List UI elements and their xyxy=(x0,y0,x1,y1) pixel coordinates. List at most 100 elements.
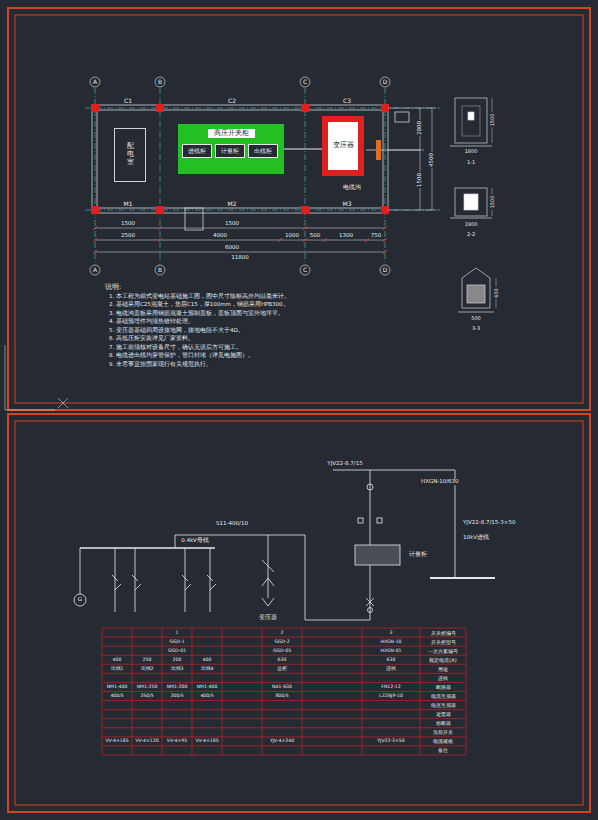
equipment-box: 计量柜 xyxy=(215,144,245,158)
note: 1. 本工程为箱式变电站基础施工图，图中尺寸除标高外均以毫米计。 xyxy=(108,294,291,300)
table-cell: VV-4×185 xyxy=(194,739,219,744)
table-cell: 出线2 xyxy=(140,667,155,672)
dimension: 2000 xyxy=(417,120,423,136)
dimension: 500 xyxy=(470,316,482,321)
walls xyxy=(92,105,420,230)
table-cell: 400/5 xyxy=(199,694,214,699)
dimension: C3 xyxy=(342,98,352,104)
table-cell: LZZBJ9-10 xyxy=(378,694,404,699)
table-cell: 800/5 xyxy=(274,694,289,699)
table-cell: 出线4 xyxy=(200,667,215,672)
node-label: 进线柜 xyxy=(188,148,206,155)
table-cell: 630 xyxy=(277,657,288,662)
note: 3. 电缆沟盖板采用钢筋混凝土预制盖板，盖板顶面与室外地坪平。 xyxy=(108,311,285,317)
note: 6. 高低压柜安装详见厂家资料。 xyxy=(108,336,195,342)
note: 8. 电缆进出线均穿管保护，管口封堵（详见电施图）。 xyxy=(108,353,255,359)
dimension: C1 xyxy=(123,98,133,104)
note: 说明: xyxy=(104,284,122,291)
table-cell: 400 xyxy=(112,657,123,662)
ucs-icon xyxy=(5,345,68,410)
equipment-box: 进线柜 xyxy=(182,144,212,158)
dimension: 600 xyxy=(494,287,499,299)
node-label: 变压器 xyxy=(333,142,354,149)
dimension: 1800 xyxy=(464,149,479,154)
dimension: 6000 xyxy=(224,245,240,251)
dimension: 500 xyxy=(309,233,322,239)
circuit-label: YJV22-8.7/15-3×50 xyxy=(462,520,516,526)
node-label: 计量柜 xyxy=(221,148,239,155)
note: 4. 基础预埋件均须热镀锌处理。 xyxy=(108,319,195,325)
axis-lines xyxy=(85,88,440,264)
dimension-ticks xyxy=(93,226,387,254)
table-cell: 电压互感器 xyxy=(430,703,457,708)
table-cell: 250/5 xyxy=(139,694,154,699)
switchgear-group: 高压开关柜进线柜计量柜出线柜 xyxy=(178,124,284,174)
table-cell: NM1-200 xyxy=(166,685,189,690)
dimension: 1300 xyxy=(338,233,354,239)
circuit-label: 10kV进线 xyxy=(462,535,490,541)
table-cell: 3 xyxy=(389,630,394,635)
dimension: 1000 xyxy=(284,233,300,239)
circuit-label: 变压器 xyxy=(258,615,278,621)
table-cell: YJV-4×240 xyxy=(269,739,295,744)
table-cell: HXGN-10 xyxy=(379,639,402,644)
table-cell: 一次方案编号 xyxy=(427,648,459,653)
axis-label: B xyxy=(157,79,163,85)
equipment-box: 出线柜 xyxy=(248,144,278,158)
dimension: M1 xyxy=(123,201,134,207)
circuit-label: HXGN-10/630 xyxy=(420,479,460,485)
table-cell: 2 xyxy=(280,630,285,635)
dimension: 2500 xyxy=(120,233,136,239)
axis-label: C xyxy=(302,267,308,273)
table-cell: 630 xyxy=(386,657,397,662)
table-cell: 额定电流(A) xyxy=(428,657,457,662)
dimension: 1-1 xyxy=(466,160,476,165)
table-cell: FN12-12 xyxy=(380,685,401,690)
table-cell: 250 xyxy=(142,657,153,662)
dimension: 750 xyxy=(370,233,383,239)
table-cell: 电缆规格 xyxy=(432,739,454,744)
table-cell: GGD-05 xyxy=(272,648,292,653)
table-cell: 200/5 xyxy=(169,694,184,699)
circuit-label: 计量柜 xyxy=(408,552,428,558)
single-line-wires xyxy=(74,470,495,620)
axis-label: D xyxy=(382,267,389,273)
circuit-label: S11-400/10 xyxy=(215,521,249,527)
table-cell: 备注 xyxy=(437,748,449,753)
columns xyxy=(91,104,389,214)
table-cell: 电流互感器 xyxy=(430,694,457,699)
table-cell: 200 xyxy=(172,657,183,662)
dimension: 1500 xyxy=(417,172,423,188)
table-cell: 避雷器 xyxy=(435,712,452,717)
note: 5. 变压器基础四周设接地网，接地电阻不大于4Ω。 xyxy=(108,328,245,334)
table-cell: 开关柜型号 xyxy=(430,639,457,644)
axis-label: D xyxy=(382,79,389,85)
frame xyxy=(8,8,590,812)
table-cell: NM1-250 xyxy=(136,685,159,690)
table-cell: GGD-2 xyxy=(273,639,290,644)
dimension-lines xyxy=(95,108,436,252)
table-cell: YJV22-3×50 xyxy=(376,739,405,744)
table-cell: 断路器 xyxy=(435,684,452,689)
circuit-label: 0.4kV母线 xyxy=(180,538,210,544)
note: 2. 基础采用C25混凝土，垫层C15，厚100mm，钢筋采用HPB300。 xyxy=(108,302,290,308)
table-cell: 总柜 xyxy=(276,667,288,672)
table-cell: 开关柜编号 xyxy=(430,630,457,635)
dimension: 4000 xyxy=(212,233,228,239)
circuit-label: G xyxy=(77,597,83,603)
dimension: 3-3 xyxy=(471,326,481,331)
node-label: 配电室 xyxy=(127,143,134,166)
table-cell: 熔断器 xyxy=(435,721,452,726)
table-cell: 出线1 xyxy=(110,667,125,672)
dimension: M3 xyxy=(342,201,353,207)
dimension: C2 xyxy=(227,98,237,104)
dimension: 1500 xyxy=(490,195,495,210)
axis-label: B xyxy=(157,267,163,273)
cable-line xyxy=(284,149,322,150)
note: 9. 未尽事宜按国家现行有关规范执行。 xyxy=(108,362,213,368)
node-label: 出线柜 xyxy=(254,148,272,155)
table-cell: 出线3 xyxy=(170,667,185,672)
table-cell: NM1-400 xyxy=(106,685,129,690)
